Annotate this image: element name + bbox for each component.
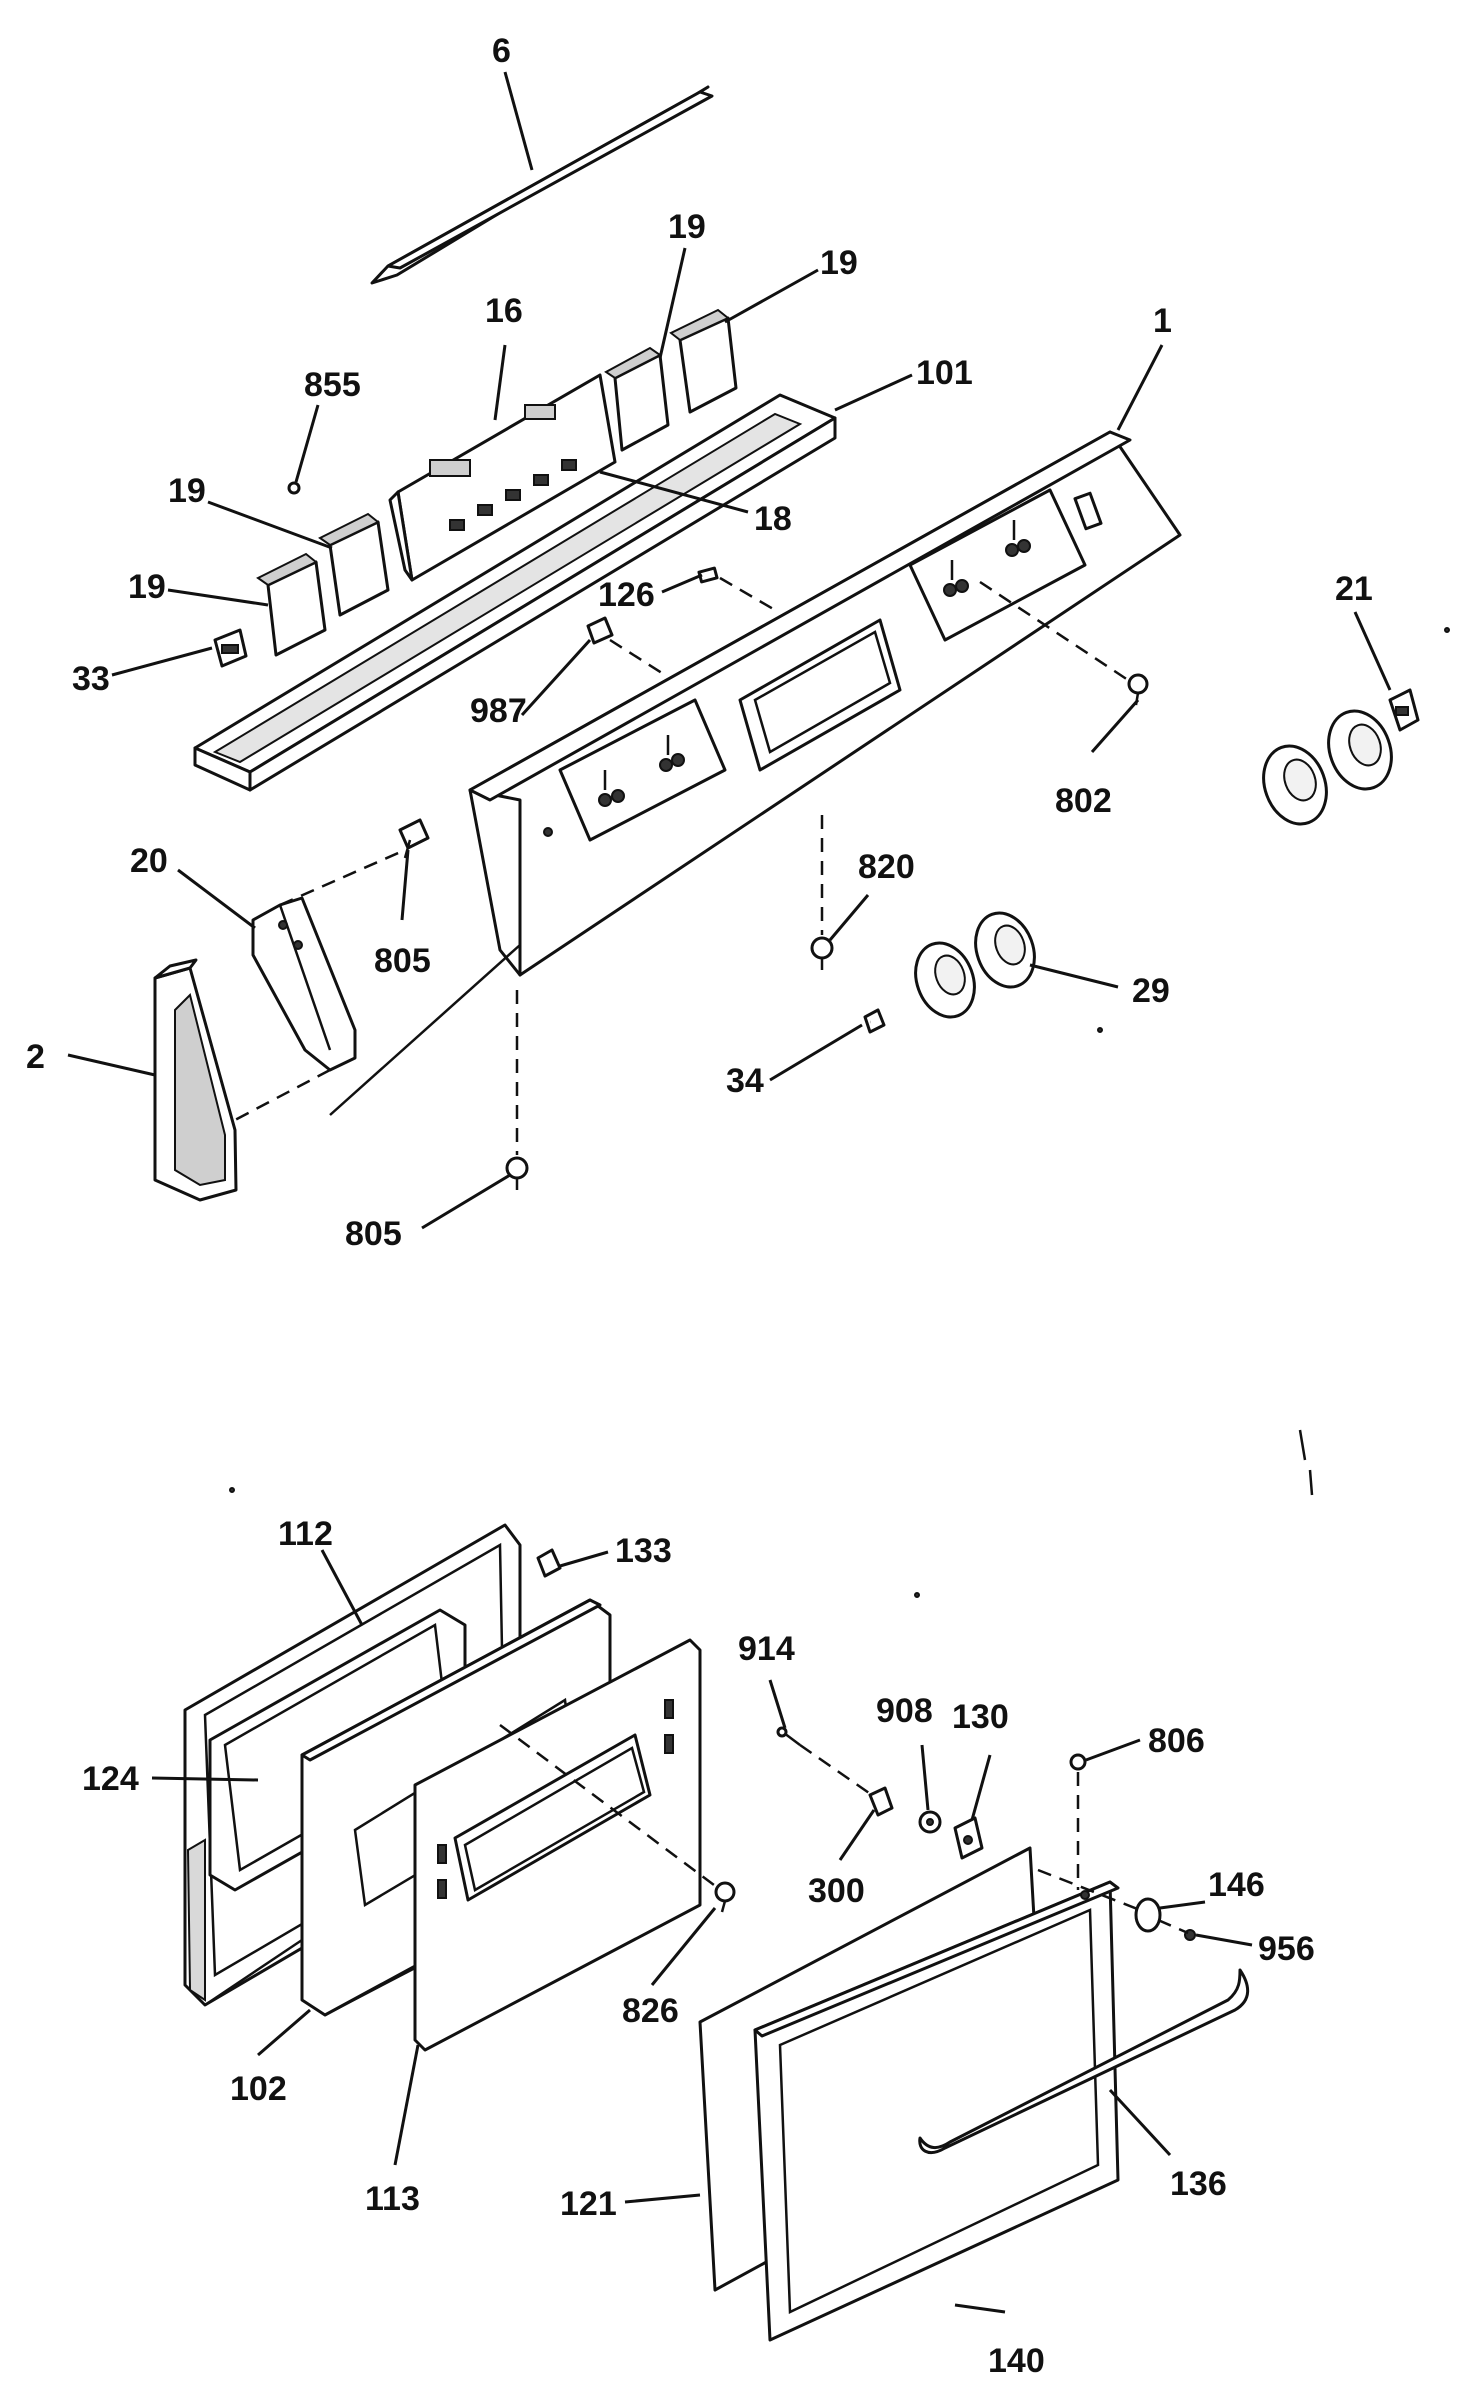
callout-124: 124 — [82, 1760, 139, 1798]
part-826-screw — [714, 1881, 736, 1913]
part-855-screw — [287, 481, 301, 495]
callout-914: 914 — [738, 1630, 795, 1668]
callout-987: 987 — [470, 692, 527, 730]
callout-126: 126 — [598, 576, 655, 614]
part-29-knobs — [914, 911, 1036, 1019]
part-133-clip — [536, 1548, 562, 1578]
part-805-fastener-b — [505, 1156, 529, 1190]
part-21-knobs — [1262, 709, 1393, 826]
callout-855: 855 — [304, 366, 361, 404]
callout-806: 806 — [1148, 1722, 1205, 1760]
part-20-bracket — [251, 896, 357, 1072]
part-1-control-panel — [468, 430, 1182, 977]
callout-19: 19 — [168, 472, 206, 510]
callout-labels: 6 19 19 16 1 855 101 19 18 19 126 33 987… — [26, 32, 1373, 2380]
callout-130: 130 — [952, 1698, 1009, 1736]
part-805-fastener-a — [398, 818, 430, 859]
upper-assembly-lines — [234, 576, 1129, 1155]
callout-1: 1 — [1153, 302, 1172, 340]
callout-102: 102 — [230, 2070, 287, 2108]
part-34-insert — [863, 1008, 886, 1034]
callout-826: 826 — [622, 1992, 679, 2030]
callout-136: 136 — [1170, 2165, 1227, 2203]
callout-300: 300 — [808, 1872, 865, 1910]
part-33-clip — [213, 628, 248, 668]
part-908-washer — [918, 1810, 942, 1834]
callout-805: 805 — [374, 942, 431, 980]
callout-146: 146 — [1208, 1866, 1265, 1904]
callout-33: 33 — [72, 660, 110, 698]
callout-908: 908 — [876, 1692, 933, 1730]
callout-16: 16 — [485, 292, 523, 330]
part-16-control-board — [388, 373, 617, 582]
callout-802: 802 — [1055, 782, 1112, 820]
part-113-door-frame — [413, 1638, 702, 2052]
part-136-handle — [918, 1968, 1250, 2154]
part-146-spacer — [1134, 1897, 1162, 1933]
part-19-switch-b — [669, 308, 738, 414]
callout-805: 805 — [345, 1215, 402, 1253]
part-6-rod — [370, 85, 714, 285]
callout-29: 29 — [1132, 972, 1170, 1010]
part-802-screw — [1127, 673, 1149, 706]
part-2-end-cap — [153, 958, 238, 1202]
part-914-pin — [776, 1726, 801, 1746]
callout-34: 34 — [726, 1062, 764, 1100]
scan-marks — [229, 627, 1450, 1598]
callout-112: 112 — [278, 1515, 333, 1553]
part-21-switch — [1388, 688, 1420, 732]
part-987-clip — [586, 616, 614, 645]
callout-133: 133 — [615, 1532, 672, 1570]
callout-140: 140 — [988, 2342, 1045, 2380]
callout-21: 21 — [1335, 570, 1373, 608]
part-19-switch-a — [604, 346, 670, 452]
leader-lines — [67, 71, 1392, 2314]
callout-19: 19 — [668, 208, 706, 246]
callout-956: 956 — [1258, 1930, 1315, 1968]
callout-6: 6 — [492, 32, 511, 70]
part-19-switch-c — [318, 512, 390, 617]
callout-18: 18 — [754, 500, 792, 538]
callout-2: 2 — [26, 1038, 45, 1076]
part-806-screw — [1069, 1753, 1087, 1771]
callout-820: 820 — [858, 848, 915, 886]
part-130-hinge-plate — [953, 1816, 984, 1860]
callout-19: 19 — [128, 568, 166, 606]
part-101-channel — [193, 393, 837, 792]
callout-101: 101 — [916, 354, 973, 392]
callout-121: 121 — [560, 2185, 617, 2223]
part-300-bracket — [868, 1786, 894, 1817]
callout-19: 19 — [820, 244, 858, 282]
part-19-switch-d — [256, 552, 327, 657]
lower-assembly-lines — [204, 1723, 1189, 2017]
callout-113: 113 — [365, 2180, 420, 2218]
part-820-screw — [810, 936, 834, 970]
part-140-outer-frame — [753, 1880, 1120, 2342]
callout-20: 20 — [130, 842, 168, 880]
